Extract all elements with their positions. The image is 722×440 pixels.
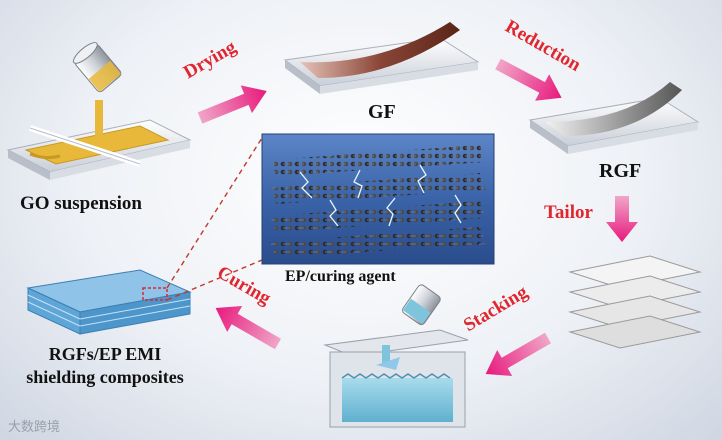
composite-laminate	[26, 269, 192, 335]
label-ep-curing-agent: EP/curing agent	[285, 268, 396, 285]
arrow-reduction	[495, 58, 562, 101]
arrow-stacking	[485, 332, 551, 376]
zoom-line-top	[166, 137, 263, 289]
label-composite: RGFs/EP EMI shielding composites	[5, 343, 205, 389]
gf-film	[283, 22, 480, 94]
mold-icon	[323, 284, 469, 428]
label-composite-line2: shielding composites	[26, 367, 184, 387]
step-label-tailor: Tailor	[544, 202, 593, 223]
zoom-line-bottom	[166, 259, 263, 301]
go-suspension-casting	[6, 42, 192, 180]
label-rgf: RGF	[599, 160, 642, 182]
arrow-tailor	[606, 196, 638, 242]
graphene-layer-icon	[261, 133, 495, 265]
rgf-film	[528, 82, 700, 154]
arrow-drying	[197, 85, 267, 124]
pour-beaker-icon	[72, 42, 122, 93]
tailored-sheets	[568, 255, 702, 349]
label-composite-line1: RGFs/EP EMI	[48, 344, 162, 364]
label-gf: GF	[368, 101, 396, 123]
label-go-suspension: GO suspension	[20, 193, 142, 214]
arrow-curing	[215, 306, 281, 350]
watermark: 大数跨境	[8, 420, 61, 435]
